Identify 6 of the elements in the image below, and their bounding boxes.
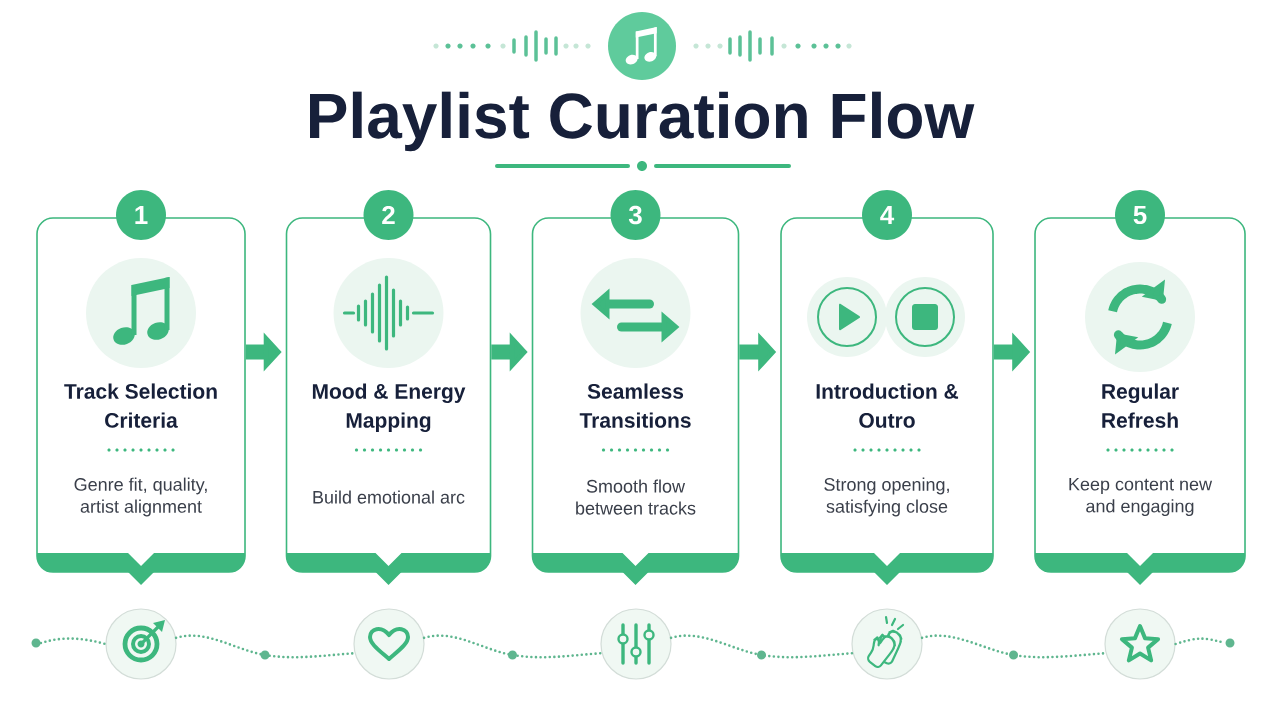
title: Playlist Curation Flow xyxy=(310,91,975,152)
dotted-path xyxy=(39,637,107,646)
dotted-path xyxy=(920,634,1107,659)
dotted-path xyxy=(174,634,356,659)
dotted-path xyxy=(422,634,603,659)
dotted-path xyxy=(669,634,854,659)
